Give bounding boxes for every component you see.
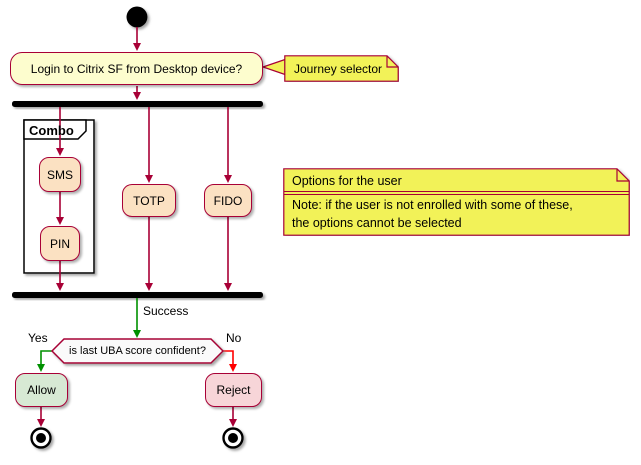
start-node <box>126 6 148 28</box>
activity-pin-label: PIN <box>49 236 70 251</box>
edge-label-yes: Yes <box>28 331 48 345</box>
activity-login: Login to Citrix SF from Desktop device? <box>10 52 263 85</box>
activity-fido: FIDO <box>204 184 252 217</box>
note-journey-fold <box>386 55 399 68</box>
activity-sms-label: SMS <box>46 167 73 182</box>
activity-reject: Reject <box>205 373 262 407</box>
activity-sms: SMS <box>39 157 81 192</box>
activity-totp-label: TOTP <box>133 193 165 208</box>
end-node-reject <box>222 427 244 449</box>
note-options-title: Options for the user <box>292 174 402 188</box>
note-options-shape <box>283 168 630 236</box>
end-node-allow <box>30 427 52 449</box>
note-options-separator <box>283 190 630 196</box>
activity-pin: PIN <box>40 226 80 261</box>
crimson-arrows <box>40 27 234 420</box>
crimson-arrowheads <box>37 43 237 427</box>
green-arrows <box>37 298 141 372</box>
note-journey-text: Journey selector <box>294 61 383 76</box>
partition-combo-label: Combo <box>29 123 74 138</box>
red-arrow <box>223 350 237 372</box>
decision-hexagon <box>50 338 225 364</box>
edge-label-success: Success <box>143 304 189 318</box>
note-pointer <box>261 58 286 76</box>
note-options: Options for the user Note: if the user i… <box>283 168 630 236</box>
note-options-fold <box>616 168 630 182</box>
activity-allow: Allow <box>15 373 68 407</box>
activity-login-label: Login to Citrix SF from Desktop device? <box>30 61 243 76</box>
edge-label-no: No <box>226 331 242 345</box>
activity-totp: TOTP <box>122 184 176 217</box>
fork-bar <box>12 101 263 107</box>
note-journey-shape <box>284 55 399 82</box>
join-bar <box>12 292 263 298</box>
partition-tab <box>23 119 87 140</box>
activity-allow-label: Allow <box>27 383 56 397</box>
note-options-body: Note: if the user is not enrolled with s… <box>292 198 573 230</box>
activity-fido-label: FIDO <box>213 193 243 208</box>
note-journey-selector: Journey selector <box>284 55 399 82</box>
decision-label: is last UBA score confident? <box>69 345 206 357</box>
activity-reject-label: Reject <box>216 383 251 397</box>
